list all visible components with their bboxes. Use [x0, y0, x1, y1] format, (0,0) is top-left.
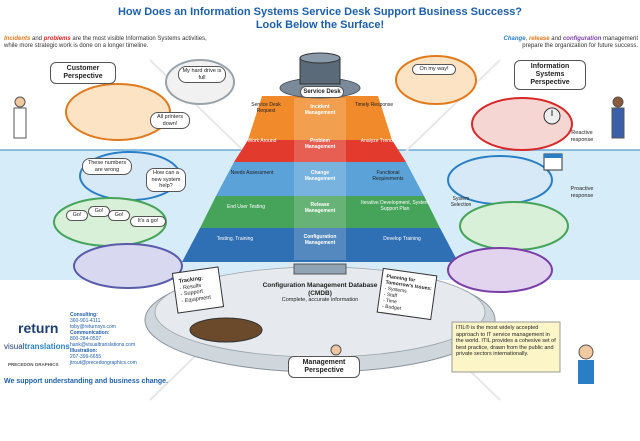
tier-5-right: Develop Training [383, 236, 421, 242]
illustration-phone: 207-399-6655 [70, 354, 102, 360]
tier-3-right: Functional Requirements [372, 170, 404, 182]
change-word: Change [503, 36, 526, 42]
go-bubble-3: Go! [108, 210, 130, 221]
consulting-label: Consulting: [70, 312, 98, 318]
tracking-board [171, 266, 225, 314]
release-word: release [528, 36, 550, 42]
and-word-right: and [549, 36, 563, 42]
illustration-email[interactable]: jtrout@precedongraphics.com [70, 360, 137, 366]
tier-4-right: Iterative Development, System Support Pl… [360, 200, 430, 212]
intro-left-rest: are the most visible Information Systems… [70, 36, 207, 42]
tagline: We support understanding and business ch… [4, 378, 169, 385]
communication-label: Communication: [70, 330, 110, 336]
cmdb-title: Configuration Management Database (CMDB) [262, 282, 378, 297]
and-word: and [30, 36, 44, 42]
tier-release [200, 196, 440, 228]
tier-change [216, 162, 424, 196]
tier-2-left: Work Around [247, 138, 277, 144]
management-word: management [601, 36, 638, 42]
cmdb-cylinder [293, 263, 347, 275]
tier-3-center: Change Management [304, 170, 336, 182]
tier-2-right: Analyze Trends [360, 138, 396, 144]
customer-figure-body [13, 107, 27, 139]
contact-block: Consulting: 360-901-4111 toby@returnsys.… [70, 312, 160, 366]
visual-translations-logo: visualtranslations [4, 342, 70, 351]
tier-5-center: Configuration Management [303, 234, 337, 246]
cmdb-label: Configuration Management Database (CMDB)… [262, 282, 378, 304]
service-desk-label: Service Desk [300, 86, 344, 98]
is-perspective-label: Information Systems Perspective [514, 60, 586, 90]
calendar-header [544, 154, 562, 158]
meeting-table [189, 317, 263, 343]
tier-1-center: Incident Management [304, 104, 336, 116]
printers-bubble: All printers down! [150, 112, 190, 129]
tier-2-center: Problem Management [304, 138, 336, 150]
tier-problem [234, 140, 406, 162]
itil-note-text: ITIL® is the most widely accepted approa… [456, 325, 556, 357]
tier-4-center: Release Management [304, 202, 336, 214]
customer-perspective-label: Customer Perspective [50, 62, 116, 84]
on-my-way-bubble: On my way! [412, 64, 456, 75]
consulting-email[interactable]: toby@returnsys.com [70, 324, 116, 330]
problems-word: problems [43, 36, 71, 42]
tracking-text: Tracking: - Results - Support - Equipmen… [178, 273, 221, 305]
manager-figure-head [330, 344, 342, 356]
return-logo: return [18, 320, 59, 336]
presenter-figure-head [578, 344, 594, 360]
itil-note-box [451, 321, 561, 373]
go-bubble-1: Go! [66, 210, 88, 221]
tier-configuration [182, 228, 458, 262]
tier-1-left: Service Desk Request [251, 102, 281, 114]
intro-right: Change, release and configuration manage… [420, 36, 638, 50]
incidents-word: Incidents [4, 36, 31, 42]
logo-vt-part-2: translations [24, 342, 70, 351]
proactive-label: Proactive response [570, 186, 594, 199]
tier-incident [248, 96, 392, 140]
new-system-bubble: How can a new system help? [146, 168, 186, 192]
management-perspective-label: Management Perspective [288, 356, 360, 378]
communication-email[interactable]: hank@visualtranslations.com [70, 342, 136, 348]
center-column [294, 98, 346, 260]
tier-4-left: End User Testing [227, 204, 265, 210]
is-figure-body [611, 107, 625, 139]
service-desk-roof [299, 52, 341, 64]
title-line-2: Look Below the Surface! [255, 19, 385, 31]
illustration-label: Illustration: [70, 348, 98, 354]
is-figure-head [612, 96, 624, 108]
reactive-label: Reactive response [570, 130, 594, 143]
intro-left: Incidents and problems are the most visi… [4, 36, 254, 50]
title-line-1: How Does an Information Systems Service … [117, 6, 523, 18]
training-scene-circle [73, 243, 183, 289]
hard-drive-bubble: My hard drive is full [178, 66, 226, 83]
its-a-go-bubble: It's a go! [130, 216, 166, 227]
comma: , [525, 36, 529, 42]
planning-board [376, 267, 438, 321]
tier-3-left: Needs Assessment [230, 170, 274, 176]
documentation-circle [447, 247, 553, 293]
development-circle [459, 201, 569, 251]
precedon-logo: PRECEDON GRAPHICS [8, 362, 59, 367]
tier-5-left: Testing, Training [216, 236, 254, 242]
consulting-phone: 360-901-4111 [70, 318, 101, 324]
numbers-wrong-bubble: These numbers are wrong [82, 158, 132, 175]
logo-vt-part-1: visual [4, 342, 25, 351]
cmdb-subtitle: Complete, accurate information [281, 297, 359, 303]
system-selection-label: System Selection [450, 196, 472, 208]
communication-phone: 800-284-0507 [70, 336, 102, 342]
go-bubble-2: Go! [88, 206, 110, 217]
customer-figure-head [14, 96, 26, 108]
intro-right-line-2: prepare the organization for future succ… [522, 43, 638, 49]
intro-left-line-2: while more strategic work is done on a l… [4, 43, 149, 49]
page-title: How Does an Information Systems Service … [0, 6, 640, 32]
tier-1-right: Timely Response [354, 102, 394, 108]
configuration-word: configuration [562, 36, 602, 42]
is-staff-circle [471, 97, 573, 151]
planning-text: Planning for Tomorrow's Issues: - System… [382, 274, 437, 317]
presenter-figure-body [578, 360, 594, 384]
